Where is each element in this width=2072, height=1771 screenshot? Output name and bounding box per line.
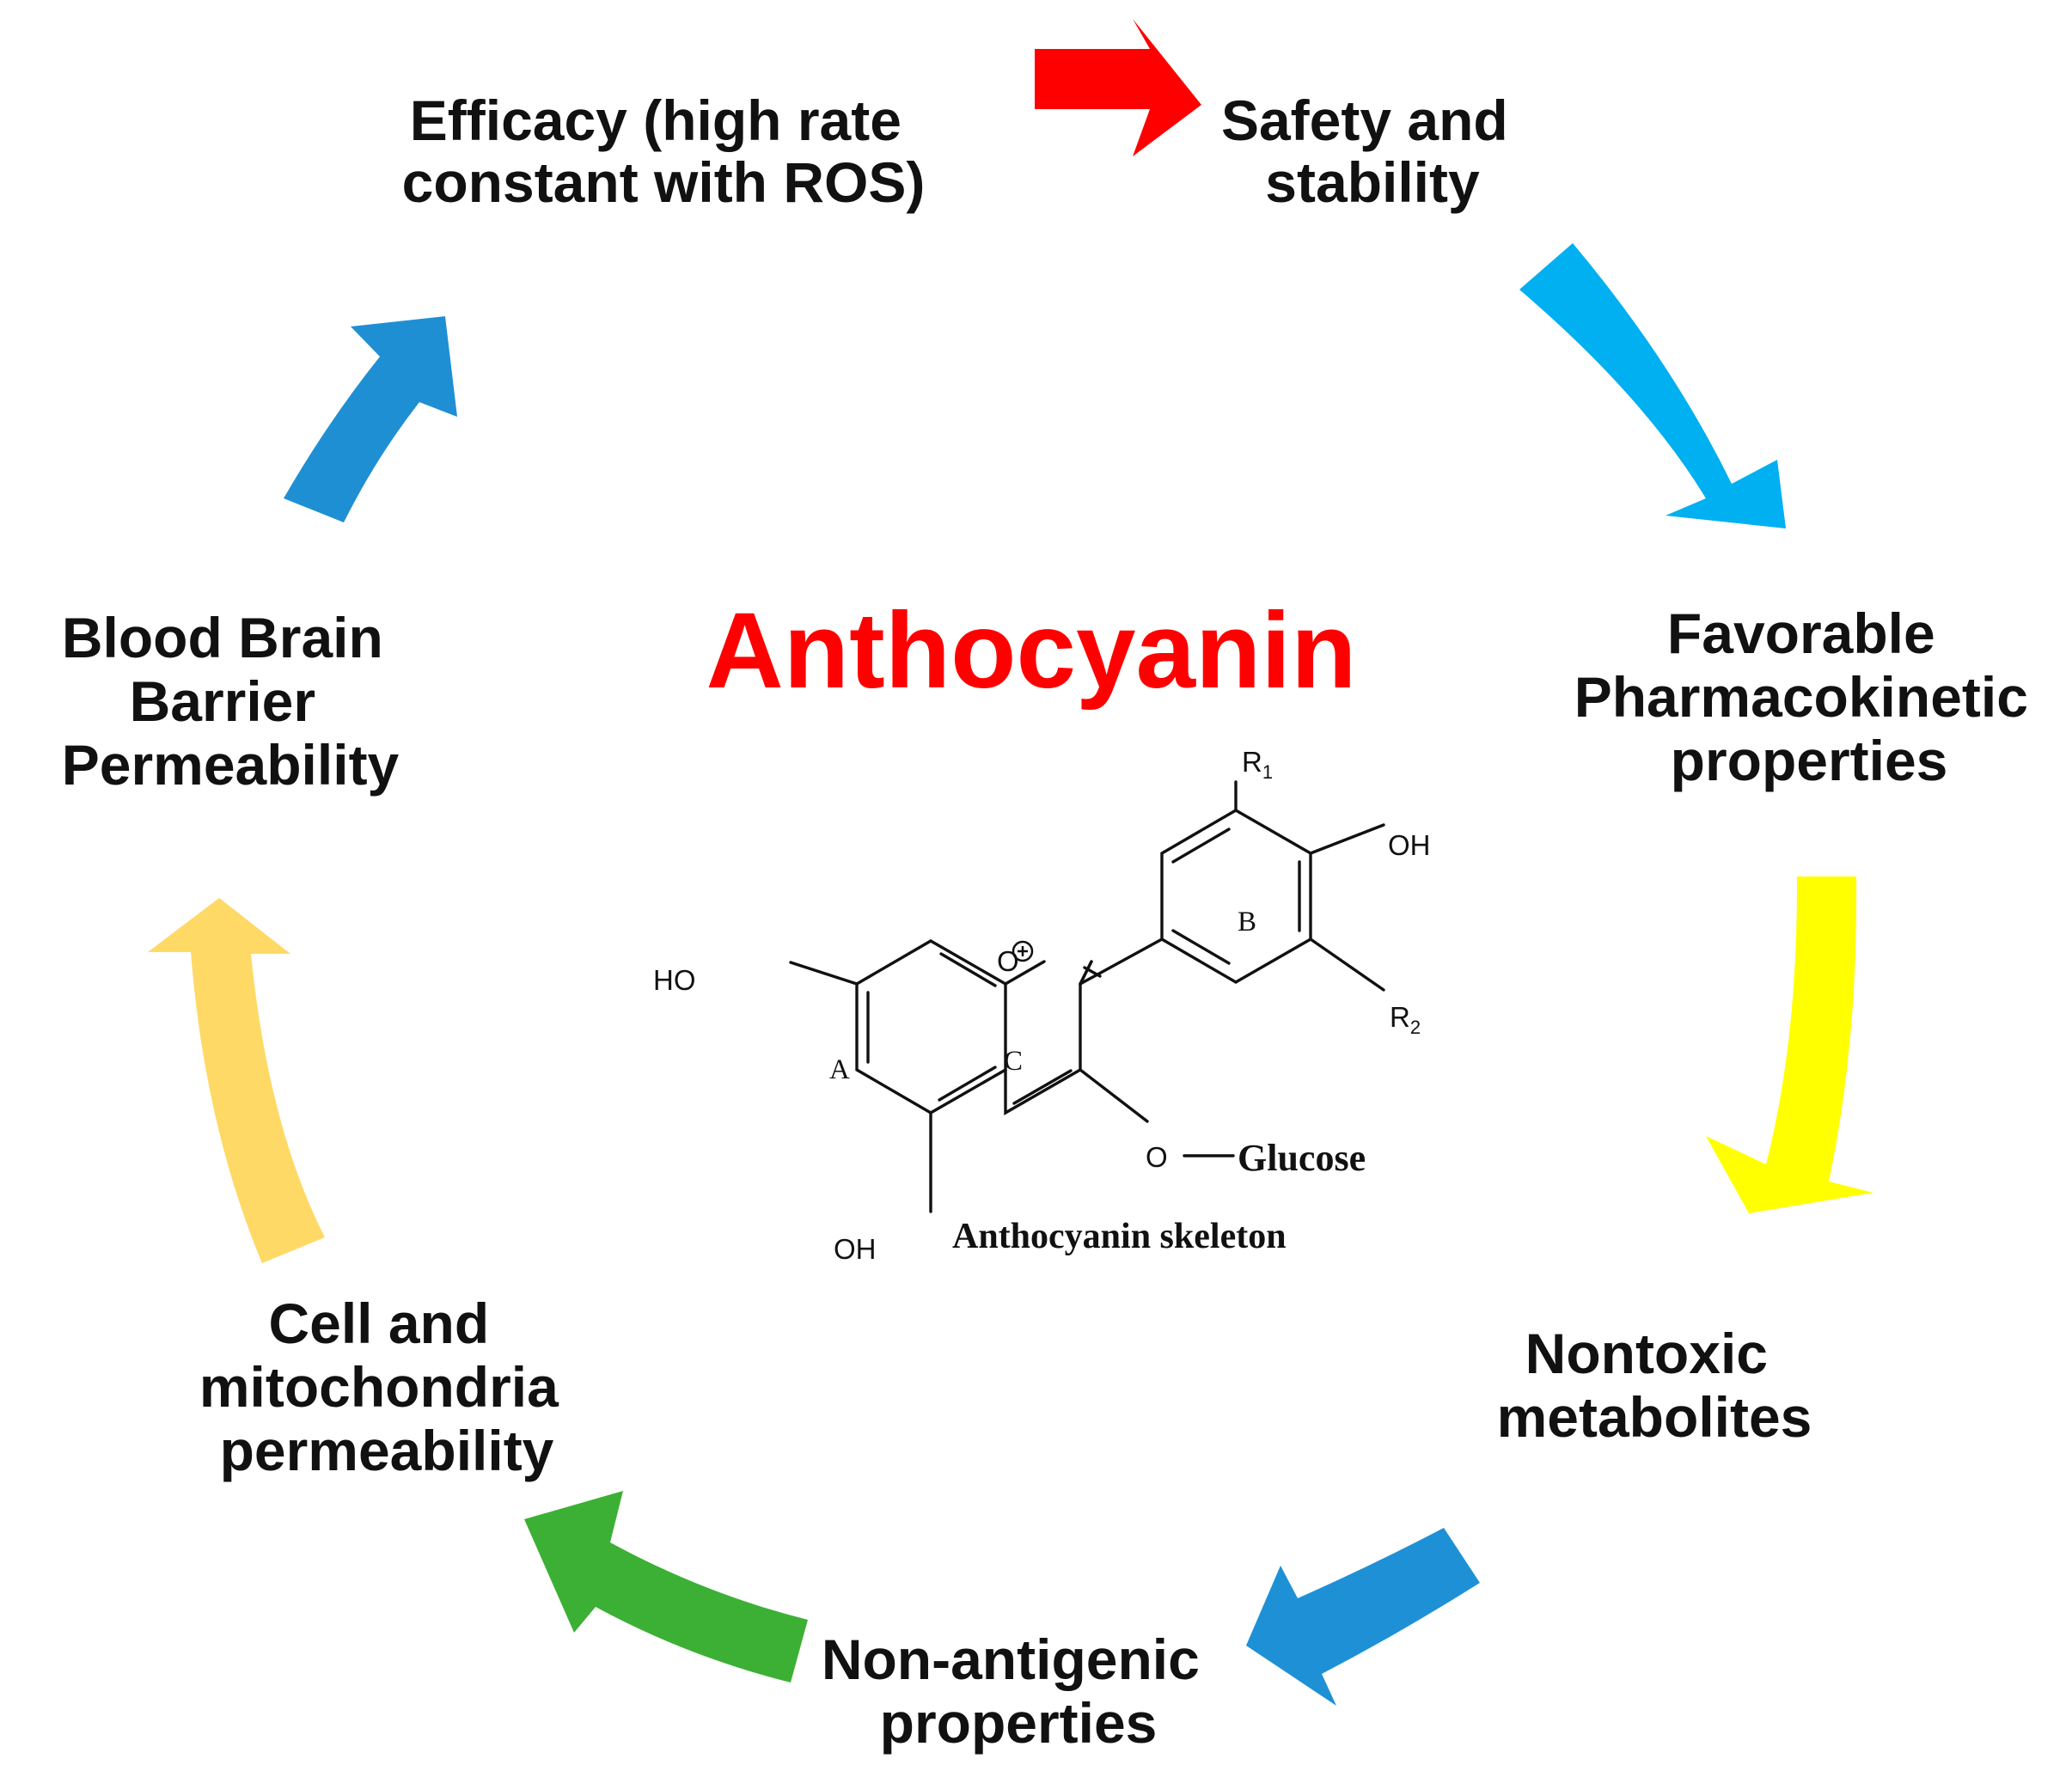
node-safety-line-1: Safety and <box>1221 89 1508 152</box>
node-nontoxic-line-2: metabolites <box>1497 1385 1812 1449</box>
node-bbb-line-3: Permeability <box>62 733 400 797</box>
oh-b-label: OH <box>1388 829 1431 861</box>
ho-a-bond <box>789 961 859 986</box>
r2-label: R2 <box>1390 1001 1421 1038</box>
arrow-curved-up-icon <box>148 898 325 1263</box>
ring-b-letter: B <box>1238 907 1256 937</box>
arrow-curved-up-right-icon <box>284 316 457 522</box>
anthocyanin-skeleton-structure: R1 OH R2 HO O OH O Glucose A C B Anthocy… <box>653 746 1431 1265</box>
oh-b-bond <box>1309 823 1385 855</box>
ring-a-double-bond-2 <box>939 952 997 987</box>
node-bbb: Blood Brain Barrier Permeability <box>62 606 400 797</box>
ring-b-double-bond-3 <box>1171 929 1231 965</box>
node-cell: Cell and mitochondria permeability <box>199 1292 574 1482</box>
ring-c-bonds <box>1004 960 1093 1115</box>
node-efficacy: Efficacy (high rate constant with ROS) <box>402 89 926 214</box>
node-nonantigenic: Non-antigenic properties <box>822 1627 1215 1755</box>
arrow-cyan-safety-to-pharmacokinetic <box>1519 243 1786 528</box>
node-cell-line-3: permeability <box>220 1419 554 1482</box>
ho-a-label: HO <box>653 964 696 996</box>
arrow-curved-up-left-icon <box>524 1491 808 1682</box>
arrow-curved-down-left-icon <box>1246 1528 1480 1706</box>
arrow-orange-cell-to-bbb <box>148 898 325 1263</box>
arrow-curved-down-right-icon <box>1519 243 1786 528</box>
node-efficacy-line-1: Efficacy (high rate <box>410 89 902 152</box>
positive-charge-icon <box>1012 940 1034 962</box>
skeleton-caption: Anthocyanin skeleton <box>952 1217 1287 1256</box>
ring-b-bonds <box>1160 809 1312 984</box>
ring-oxygen-label: O <box>997 945 1019 977</box>
r1-label: R1 <box>1242 746 1273 783</box>
r2-bond <box>1309 937 1385 992</box>
node-pharmacokinetic-line-3: properties <box>1671 729 1948 792</box>
ring-a-double-bond-3 <box>938 1066 997 1102</box>
node-nonantigenic-line-2: properties <box>880 1691 1158 1755</box>
o-glucose-bond-1 <box>1079 1068 1149 1123</box>
node-bbb-line-1: Blood Brain <box>62 606 383 669</box>
node-cell-line-2: mitochondria <box>199 1355 559 1419</box>
arrow-curved-down-icon <box>1706 876 1873 1213</box>
arrow-teal-bbb-to-efficacy <box>284 316 457 522</box>
ring-c-bond-o-left <box>1004 960 1046 986</box>
ring-a-bonds <box>855 939 1007 1115</box>
o-link-label: O <box>1146 1141 1168 1173</box>
center-title: Anthocyanin <box>706 591 1357 711</box>
node-pharmacokinetic-line-1: Favorable <box>1667 602 1935 665</box>
node-safety-line-2: stability <box>1265 150 1480 214</box>
arrow-blue-nontoxic-to-nonantigenic <box>1246 1528 1480 1706</box>
node-cell-line-1: Cell and <box>268 1292 489 1355</box>
ring-c-letter: C <box>1004 1046 1023 1077</box>
node-pharmacokinetic-line-2: Pharmacokinetic <box>1574 665 2028 729</box>
glucose-label: Glucose <box>1238 1137 1366 1179</box>
arrow-green-nonantigenic-to-cell <box>524 1491 808 1682</box>
node-pharmacokinetic: Favorable Pharmacokinetic properties <box>1574 602 2044 792</box>
node-nontoxic-line-1: Nontoxic <box>1525 1322 1768 1385</box>
c2-b-link <box>1079 937 1164 986</box>
arrow-yellow-pharmacokinetic-to-nontoxic <box>1706 876 1873 1213</box>
ring-c-bond-o-right <box>1079 960 1093 986</box>
node-efficacy-line-2: constant with ROS) <box>402 150 926 214</box>
node-nonantigenic-line-1: Non-antigenic <box>822 1627 1200 1691</box>
node-bbb-line-2: Barrier <box>130 669 315 733</box>
ring-a-letter: A <box>829 1054 850 1085</box>
node-safety: Safety and stability <box>1221 89 1524 214</box>
ring-b-double-bond-1 <box>1171 827 1231 864</box>
arrow-red-efficacy-to-safety <box>1035 19 1201 156</box>
arrow-right-icon <box>1035 19 1201 156</box>
node-nontoxic: Nontoxic metabolites <box>1497 1322 1812 1449</box>
ring-c-double-bond <box>1012 1069 1073 1105</box>
oh-a-label: OH <box>834 1233 877 1265</box>
